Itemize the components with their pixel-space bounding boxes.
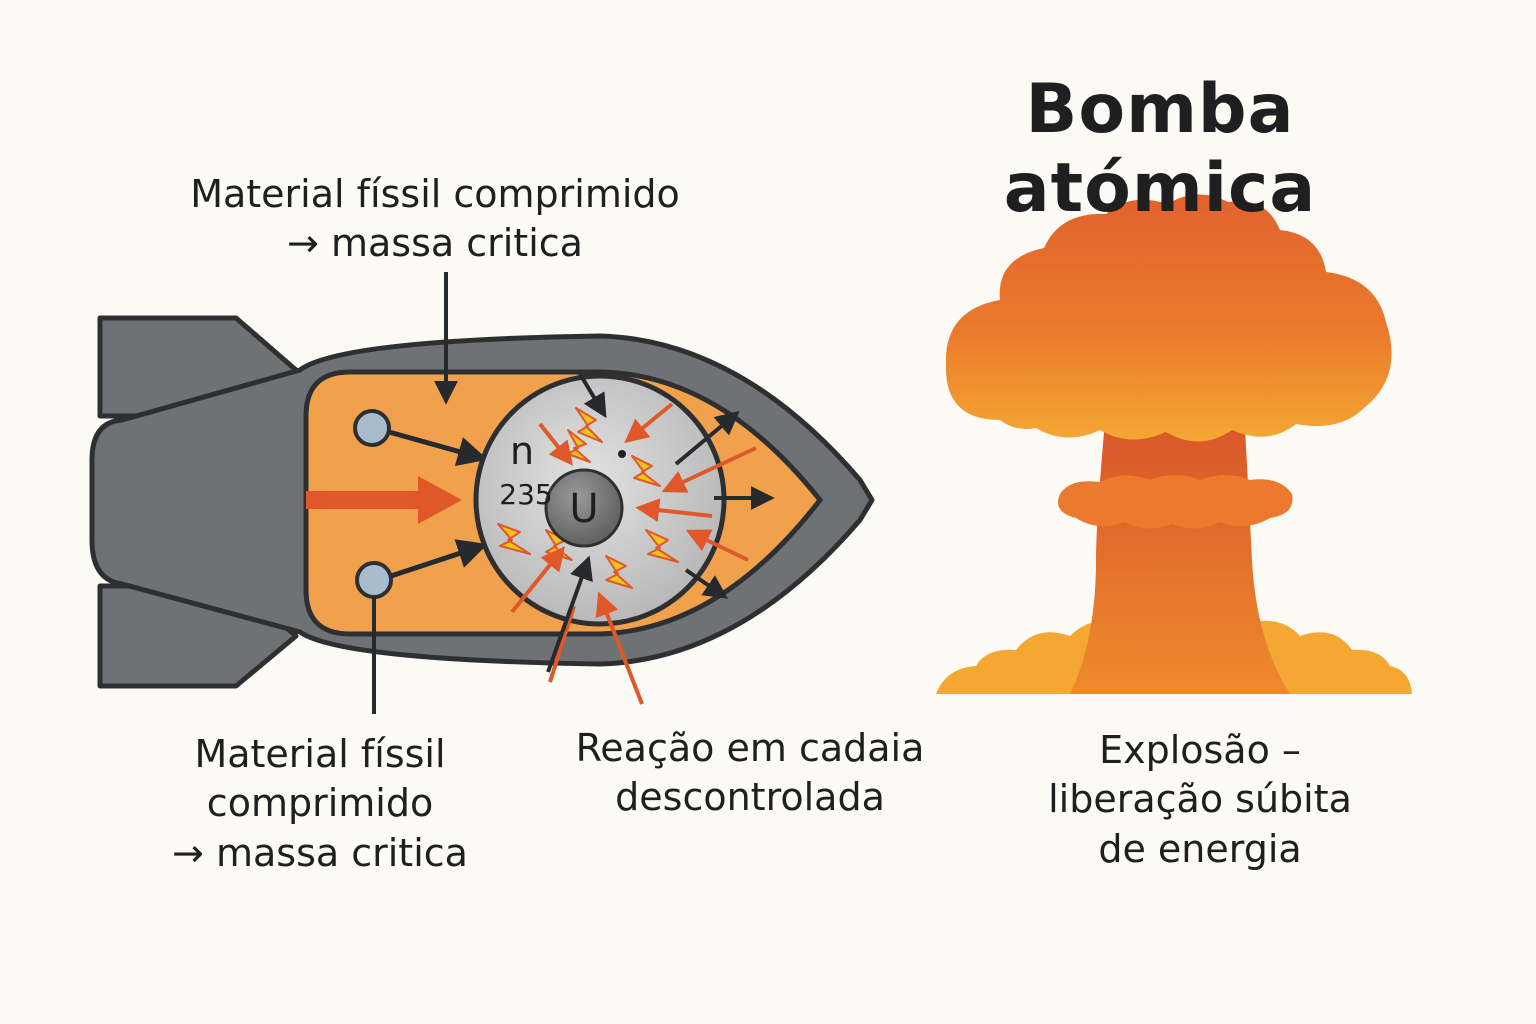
- dark-arrow: [546, 555, 593, 673]
- uranium-nucleus: [544, 468, 624, 548]
- dark-arrow: [684, 568, 728, 599]
- red-arrow: [635, 498, 713, 523]
- explosion-label-line-3: de energia: [1098, 826, 1302, 871]
- dark-neutron-arrows: [546, 372, 775, 673]
- neutron-dot: [618, 450, 626, 458]
- fission-sparks: [497, 407, 679, 589]
- red-arrow: [624, 402, 674, 444]
- cloud-stem: [1070, 410, 1290, 694]
- spark: [631, 455, 661, 487]
- spark: [567, 429, 591, 463]
- page-title: Bomba atómica: [1003, 70, 1317, 228]
- cloud-cap: [945, 194, 1392, 442]
- dark-arrow: [578, 372, 607, 419]
- top-label-line-2: → massa critica: [287, 221, 583, 266]
- mushroom-cloud: [936, 194, 1412, 694]
- mass-number: 235: [499, 478, 552, 511]
- reaction-label-line-1: Reação em cadaia: [575, 726, 925, 770]
- cloud-base: [936, 620, 1412, 694]
- red-arrow: [595, 591, 644, 705]
- cloud-ring: [1058, 475, 1293, 529]
- uranium-symbol: U: [569, 486, 598, 532]
- red-arrow: [685, 529, 749, 562]
- bottom-fissile-label: Material físsil comprimido → massa criti…: [150, 730, 490, 878]
- top-fissile-label: Material físsil comprimido → massa criti…: [170, 170, 700, 269]
- lower-fissile-sphere: [355, 561, 393, 599]
- spark: [575, 407, 603, 443]
- red-arrow: [510, 546, 566, 614]
- spark: [605, 555, 633, 589]
- spark: [645, 529, 679, 563]
- spark: [497, 523, 531, 555]
- red-arrow: [538, 422, 573, 466]
- red-arrow: [661, 446, 757, 493]
- upper-sphere-arrow: [388, 429, 488, 466]
- neutron-symbol: n: [510, 429, 534, 473]
- bottom-label-line-3: → massa critica: [172, 830, 468, 875]
- explosion-label-line-2: liberação súbita: [1048, 777, 1352, 822]
- explosion-label: Explosão – liberação súbita de energia: [1020, 726, 1380, 874]
- neutron-beam-arrowhead: [418, 476, 462, 524]
- top-label-line-1: Material físsil comprimido: [190, 172, 680, 216]
- explosion-label-line-1: Explosão –: [1099, 728, 1301, 772]
- upper-fissile-sphere: [353, 409, 391, 447]
- lower-sphere-arrow: [390, 539, 488, 579]
- bottom-label-line-2: comprimido: [206, 781, 434, 826]
- bomb: U n 235: [89, 315, 875, 705]
- chain-reaction-label: Reação em cadaia descontrolada: [560, 724, 940, 823]
- bottom-label-line-1: Material físsil: [194, 732, 446, 776]
- dark-arrow: [674, 410, 740, 466]
- red-neutron-arrows: [510, 402, 757, 705]
- reaction-label-line-2: descontrolada: [615, 775, 885, 820]
- red-arrow: [548, 605, 576, 683]
